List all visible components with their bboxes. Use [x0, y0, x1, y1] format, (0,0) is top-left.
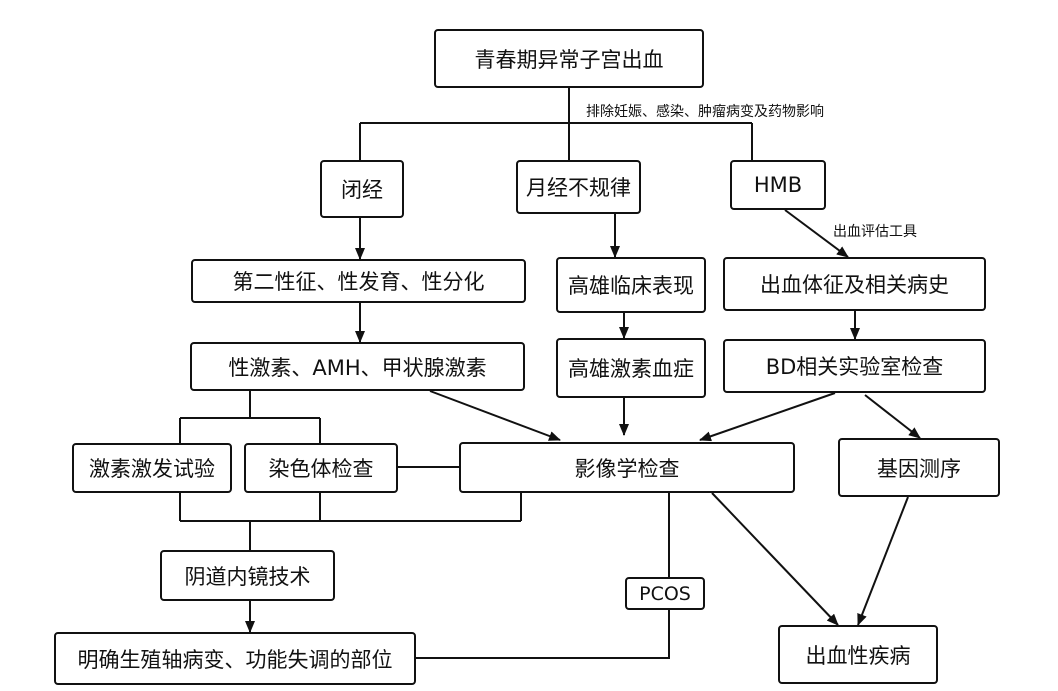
node-hmb: HMB — [730, 160, 826, 210]
node-pcos: PCOS — [625, 577, 705, 610]
arrow-gene-bleeding-disorder — [857, 496, 909, 626]
node-root: 青春期异常子宫出血 — [434, 29, 704, 88]
note-exclude: 排除妊娠、感染、肿瘤病变及药物影响 — [586, 104, 824, 120]
arrow-bd-imaging — [699, 392, 836, 442]
node-hormones: 性激素、AMH、甲状腺激素 — [190, 342, 525, 391]
node-hyperandrogenemia: 高雄激素血症 — [556, 338, 706, 398]
connector-pcos-locate — [416, 610, 670, 659]
node-irregular: 月经不规律 — [516, 160, 641, 214]
node-hyperandrogen-clinical: 高雄临床表现 — [556, 257, 706, 313]
arrow-hmb-bleeding — [784, 209, 849, 258]
arrow-bd-gene — [864, 394, 921, 439]
node-chromosome: 染色体检查 — [244, 443, 398, 493]
node-bleeding-disorder: 出血性疾病 — [778, 625, 938, 684]
node-bd-lab: BD相关实验室检查 — [723, 339, 986, 393]
node-gene-seq: 基因测序 — [838, 438, 1000, 497]
node-secondary-sex: 第二性征、性发育、性分化 — [191, 259, 526, 303]
node-imaging: 影像学检查 — [459, 442, 795, 493]
node-amenorrhea: 闭经 — [320, 160, 404, 218]
arrow-imaging-bleeding-disorder — [711, 492, 839, 626]
node-vaginoscopy: 阴道内镜技术 — [160, 550, 335, 601]
note-assessment-tool: 出血评估工具 — [833, 224, 917, 240]
node-bleeding-signs: 出血体征及相关病史 — [723, 257, 986, 311]
arrow-hormones-imaging — [429, 390, 561, 441]
node-locate: 明确生殖轴病变、功能失调的部位 — [54, 632, 416, 685]
node-stim-test: 激素激发试验 — [72, 443, 232, 493]
